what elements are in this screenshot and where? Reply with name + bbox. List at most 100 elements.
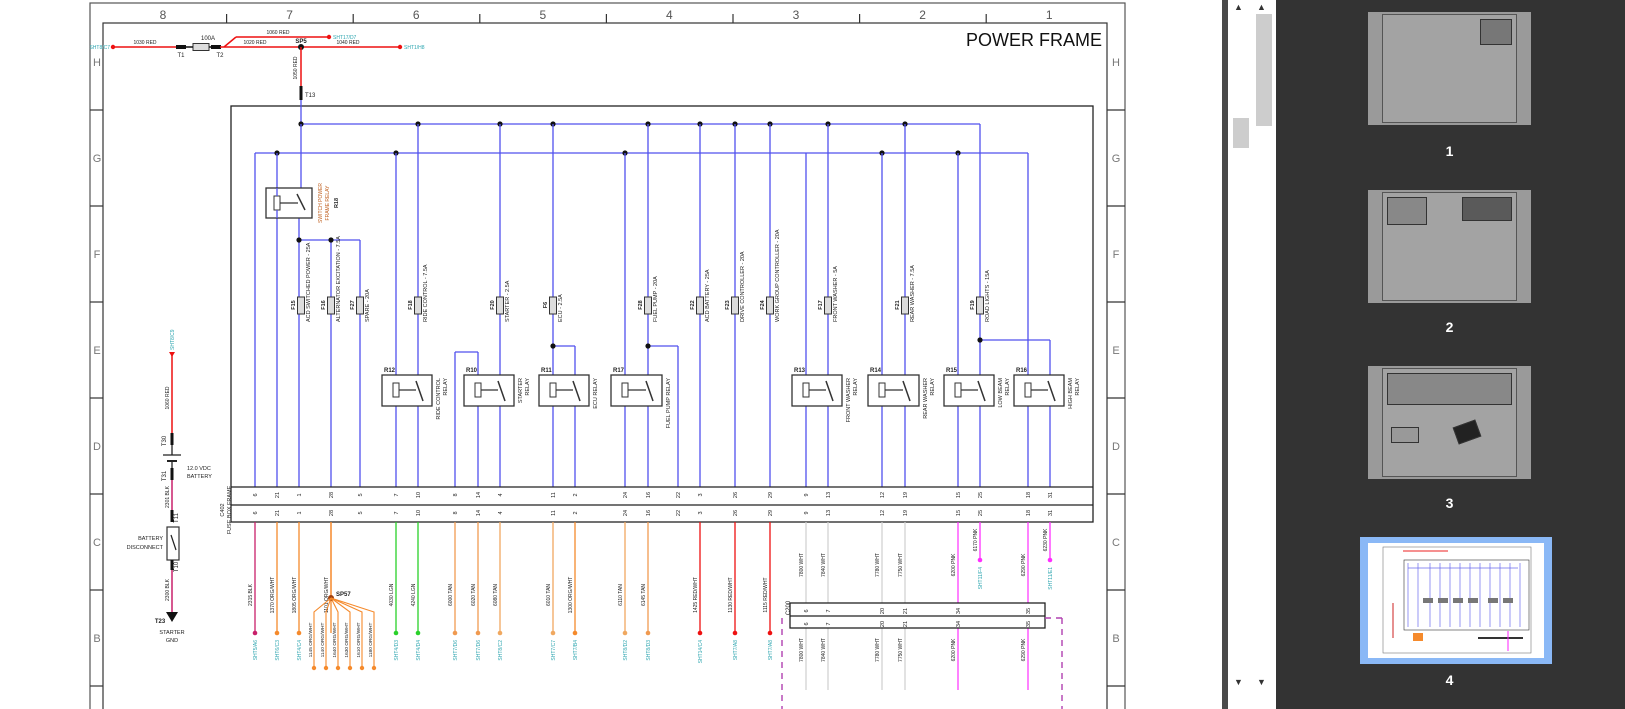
wire-label: 7800 WHT [799, 553, 805, 577]
scroll-down-arrow-icon[interactable]: ▼ [1234, 677, 1243, 687]
wire-label: 1130 RED/WHT [728, 577, 734, 612]
sheet-reference: SHT8/C7 [89, 45, 110, 51]
connector-pin-bottom: 7 [394, 511, 400, 514]
connector-name: FUSE BOX FRAME [227, 485, 233, 534]
page-4-preview [1382, 546, 1532, 654]
relay-switch-icon [1047, 380, 1056, 402]
scroll-up-arrow-icon[interactable]: ▲ [1234, 2, 1243, 12]
grid-row-label: E [93, 345, 100, 357]
fuse-label: RIDE CONTROL - 7.5A [423, 264, 429, 322]
fuse-label: ACD SWITCHED POWER - 25A [306, 242, 312, 322]
relay-label: RELAY [525, 378, 531, 396]
relay-id: R16 [1016, 368, 1028, 374]
connector-pin-top: 9 [804, 493, 810, 496]
junction-dot [977, 337, 983, 343]
page-thumbnail-2[interactable] [1368, 190, 1531, 303]
wire-label: 1425 RED/WHT [693, 577, 699, 613]
connector-pin-top: 8 [453, 493, 459, 496]
relay-label: HIGH BEAM [1068, 378, 1074, 409]
relay-id: R13 [794, 368, 806, 374]
wire-end-arrow [169, 352, 175, 357]
page-thumbnail-1[interactable] [1368, 12, 1531, 125]
grid-row-label: H [93, 57, 101, 69]
relay-label: RELAY [930, 378, 936, 396]
wire-end-dot [732, 630, 738, 636]
fuse-f18-icon [414, 296, 422, 315]
wire-label: 1020 RED [243, 40, 266, 46]
fuse-f21-icon [901, 296, 909, 315]
relay-coil-icon [1024, 382, 1032, 398]
wire-label: 6145 TAN [641, 584, 647, 606]
sheet-reference: SHT11/E1 [1048, 567, 1054, 590]
fuse-label: ECU - 2.5A [558, 294, 564, 322]
wire-end-dot [475, 630, 481, 636]
scroll-down-arrow-icon[interactable]: ▼ [1257, 677, 1266, 687]
page-thumbnail-3[interactable] [1368, 366, 1531, 479]
splice-label: SP57 [336, 592, 351, 598]
grid-column-label: 6 [413, 8, 420, 22]
c200-pin: 34 [956, 608, 962, 614]
page-number-label: 1 [1445, 143, 1454, 159]
junction-dot [550, 343, 556, 349]
wire-label: 6110 TAN [618, 584, 624, 606]
wire-end-dot [323, 665, 329, 671]
connector-pin-top: 7 [394, 493, 400, 496]
wire-end-dot [645, 630, 651, 636]
wire-label: 1300 ORG/WHT [568, 577, 574, 614]
relay-label: SWITCH POWER [318, 183, 324, 223]
c200-pin: 20 [880, 608, 886, 614]
connector-pin-top: 28 [329, 492, 335, 498]
grid-column-label: 1 [1046, 8, 1053, 22]
fuse-f15-icon [297, 296, 305, 315]
sheet-reference: SHT8/D2 [623, 640, 629, 661]
terminal-label: T1 [177, 53, 185, 59]
wire-label: 6200 PNK [951, 553, 957, 576]
connector-pin-top: 5 [358, 493, 364, 496]
relay-label: RELAY [443, 378, 449, 396]
wire-label: 7780 WHT [875, 553, 881, 577]
wire-label: 1640 ORG/WHT [332, 622, 338, 657]
fuse-label: WORK GROUP CONTROLLER - 20A [775, 229, 781, 322]
connector-pin-bottom: 11 [551, 510, 557, 516]
grid-row-label: H [1112, 57, 1120, 69]
grid-row-label: F [1113, 249, 1120, 261]
relay-coil-icon [802, 382, 810, 398]
relay-label: FRAME RELAY [325, 185, 331, 221]
connector-pin-bottom: 2 [573, 511, 579, 514]
relay-switch-icon [902, 380, 911, 402]
grid-column-label: 8 [160, 8, 167, 22]
c200-pin: 21 [903, 621, 909, 627]
wire-label: 2315 BLK [248, 583, 254, 606]
sheet-reference: SHT8/C9 [170, 329, 176, 350]
fuse-label: 100A [201, 36, 215, 42]
wire-label: 6230 PNK [1043, 528, 1049, 551]
battery-disconnect-switch [166, 526, 180, 561]
sheet-reference: SHT17/D7 [333, 35, 357, 41]
connector-pin-bottom: 5 [358, 511, 364, 514]
document-scrollbar[interactable]: ▲ ▼ [1231, 0, 1249, 709]
fuse-label: STARTER - 2.5A [505, 280, 511, 322]
c200-pin: 35 [1026, 608, 1032, 614]
wire-label: 4240 LGN [411, 583, 417, 606]
scroll-up-arrow-icon[interactable]: ▲ [1257, 2, 1266, 12]
wire-label: 1060 RED [165, 386, 171, 409]
wire-end-dot [296, 630, 302, 636]
terminal-t2 [211, 45, 221, 49]
fuse-f28-icon [644, 296, 652, 315]
connector-pin-bottom: 8 [453, 511, 459, 514]
document-scrollbar-thumb[interactable] [1233, 118, 1249, 148]
page-thumbnail-4-selected[interactable] [1360, 537, 1552, 664]
relay-switch-icon [977, 380, 986, 402]
connector-pin-bottom: 25 [978, 510, 984, 516]
relay-coil-icon [878, 382, 886, 398]
thumbnail-scrollbar[interactable]: ▲ ▼ [1254, 0, 1272, 709]
thumbnail-scrollbar-thumb[interactable] [1256, 14, 1272, 126]
connector-pin-bottom: 16 [646, 510, 652, 516]
panel-splitter[interactable] [1222, 0, 1228, 709]
relay-switch-icon [645, 380, 654, 402]
page-number-label: 3 [1445, 495, 1454, 511]
grid-row-label: B [1112, 633, 1119, 645]
page-number-label: 2 [1445, 319, 1454, 335]
connector-pin-bottom: 22 [676, 510, 682, 516]
sheet-reference: SHT14/C4 [698, 640, 704, 664]
